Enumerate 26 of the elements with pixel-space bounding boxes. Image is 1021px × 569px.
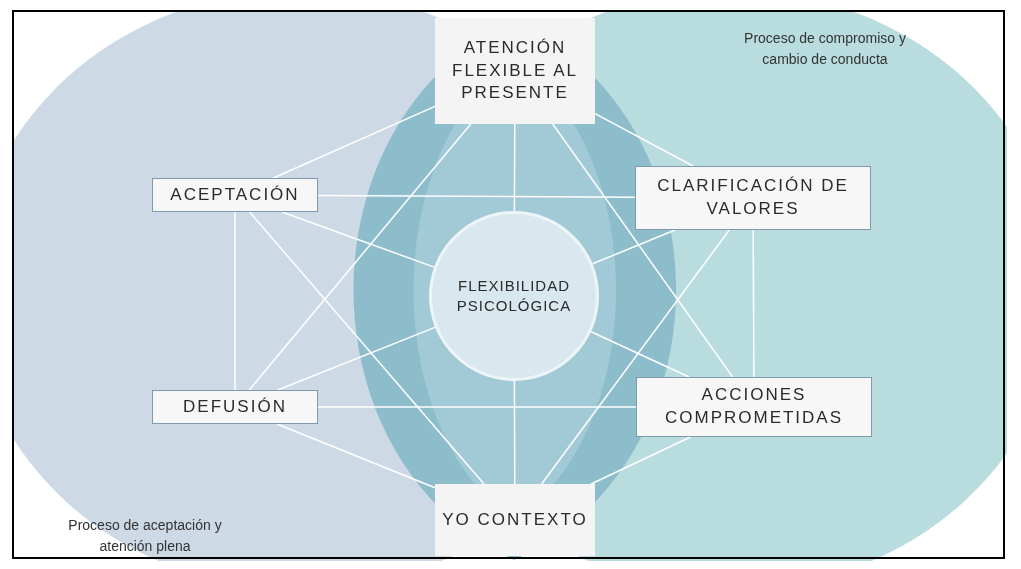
process-note: Proceso de compromiso y cambio de conducta	[743, 29, 907, 69]
connector-line	[594, 112, 694, 167]
connector-line	[513, 380, 516, 485]
process-box: DEFUSIÓN	[152, 390, 318, 424]
connector-line	[281, 211, 435, 268]
connector-line	[590, 330, 690, 378]
process-box: CLARIFICACIÓN DE VALORES	[635, 166, 871, 230]
connector-line	[276, 423, 436, 489]
connector-line	[317, 194, 636, 199]
connector-line	[248, 211, 485, 485]
connector-line	[540, 229, 731, 485]
connector-line	[590, 436, 692, 485]
connector-line	[551, 123, 734, 378]
process-note: Proceso de aceptación y atención plena	[67, 516, 223, 556]
connector-line	[591, 229, 676, 265]
process-box: ACEPTACIÓN	[152, 178, 318, 212]
process-label-box: YO CONTEXTO	[435, 484, 595, 556]
connector-line	[248, 123, 472, 391]
process-box: ACCIONES COMPROMETIDAS	[636, 377, 872, 437]
connector-line	[276, 326, 436, 391]
connector-line	[317, 406, 637, 408]
connector-line	[272, 105, 436, 179]
connector-line	[513, 123, 516, 212]
connector-line	[234, 211, 236, 391]
process-label-box: ATENCIÓN FLEXIBLE AL PRESENTE	[435, 18, 595, 124]
connector-line	[752, 229, 755, 378]
